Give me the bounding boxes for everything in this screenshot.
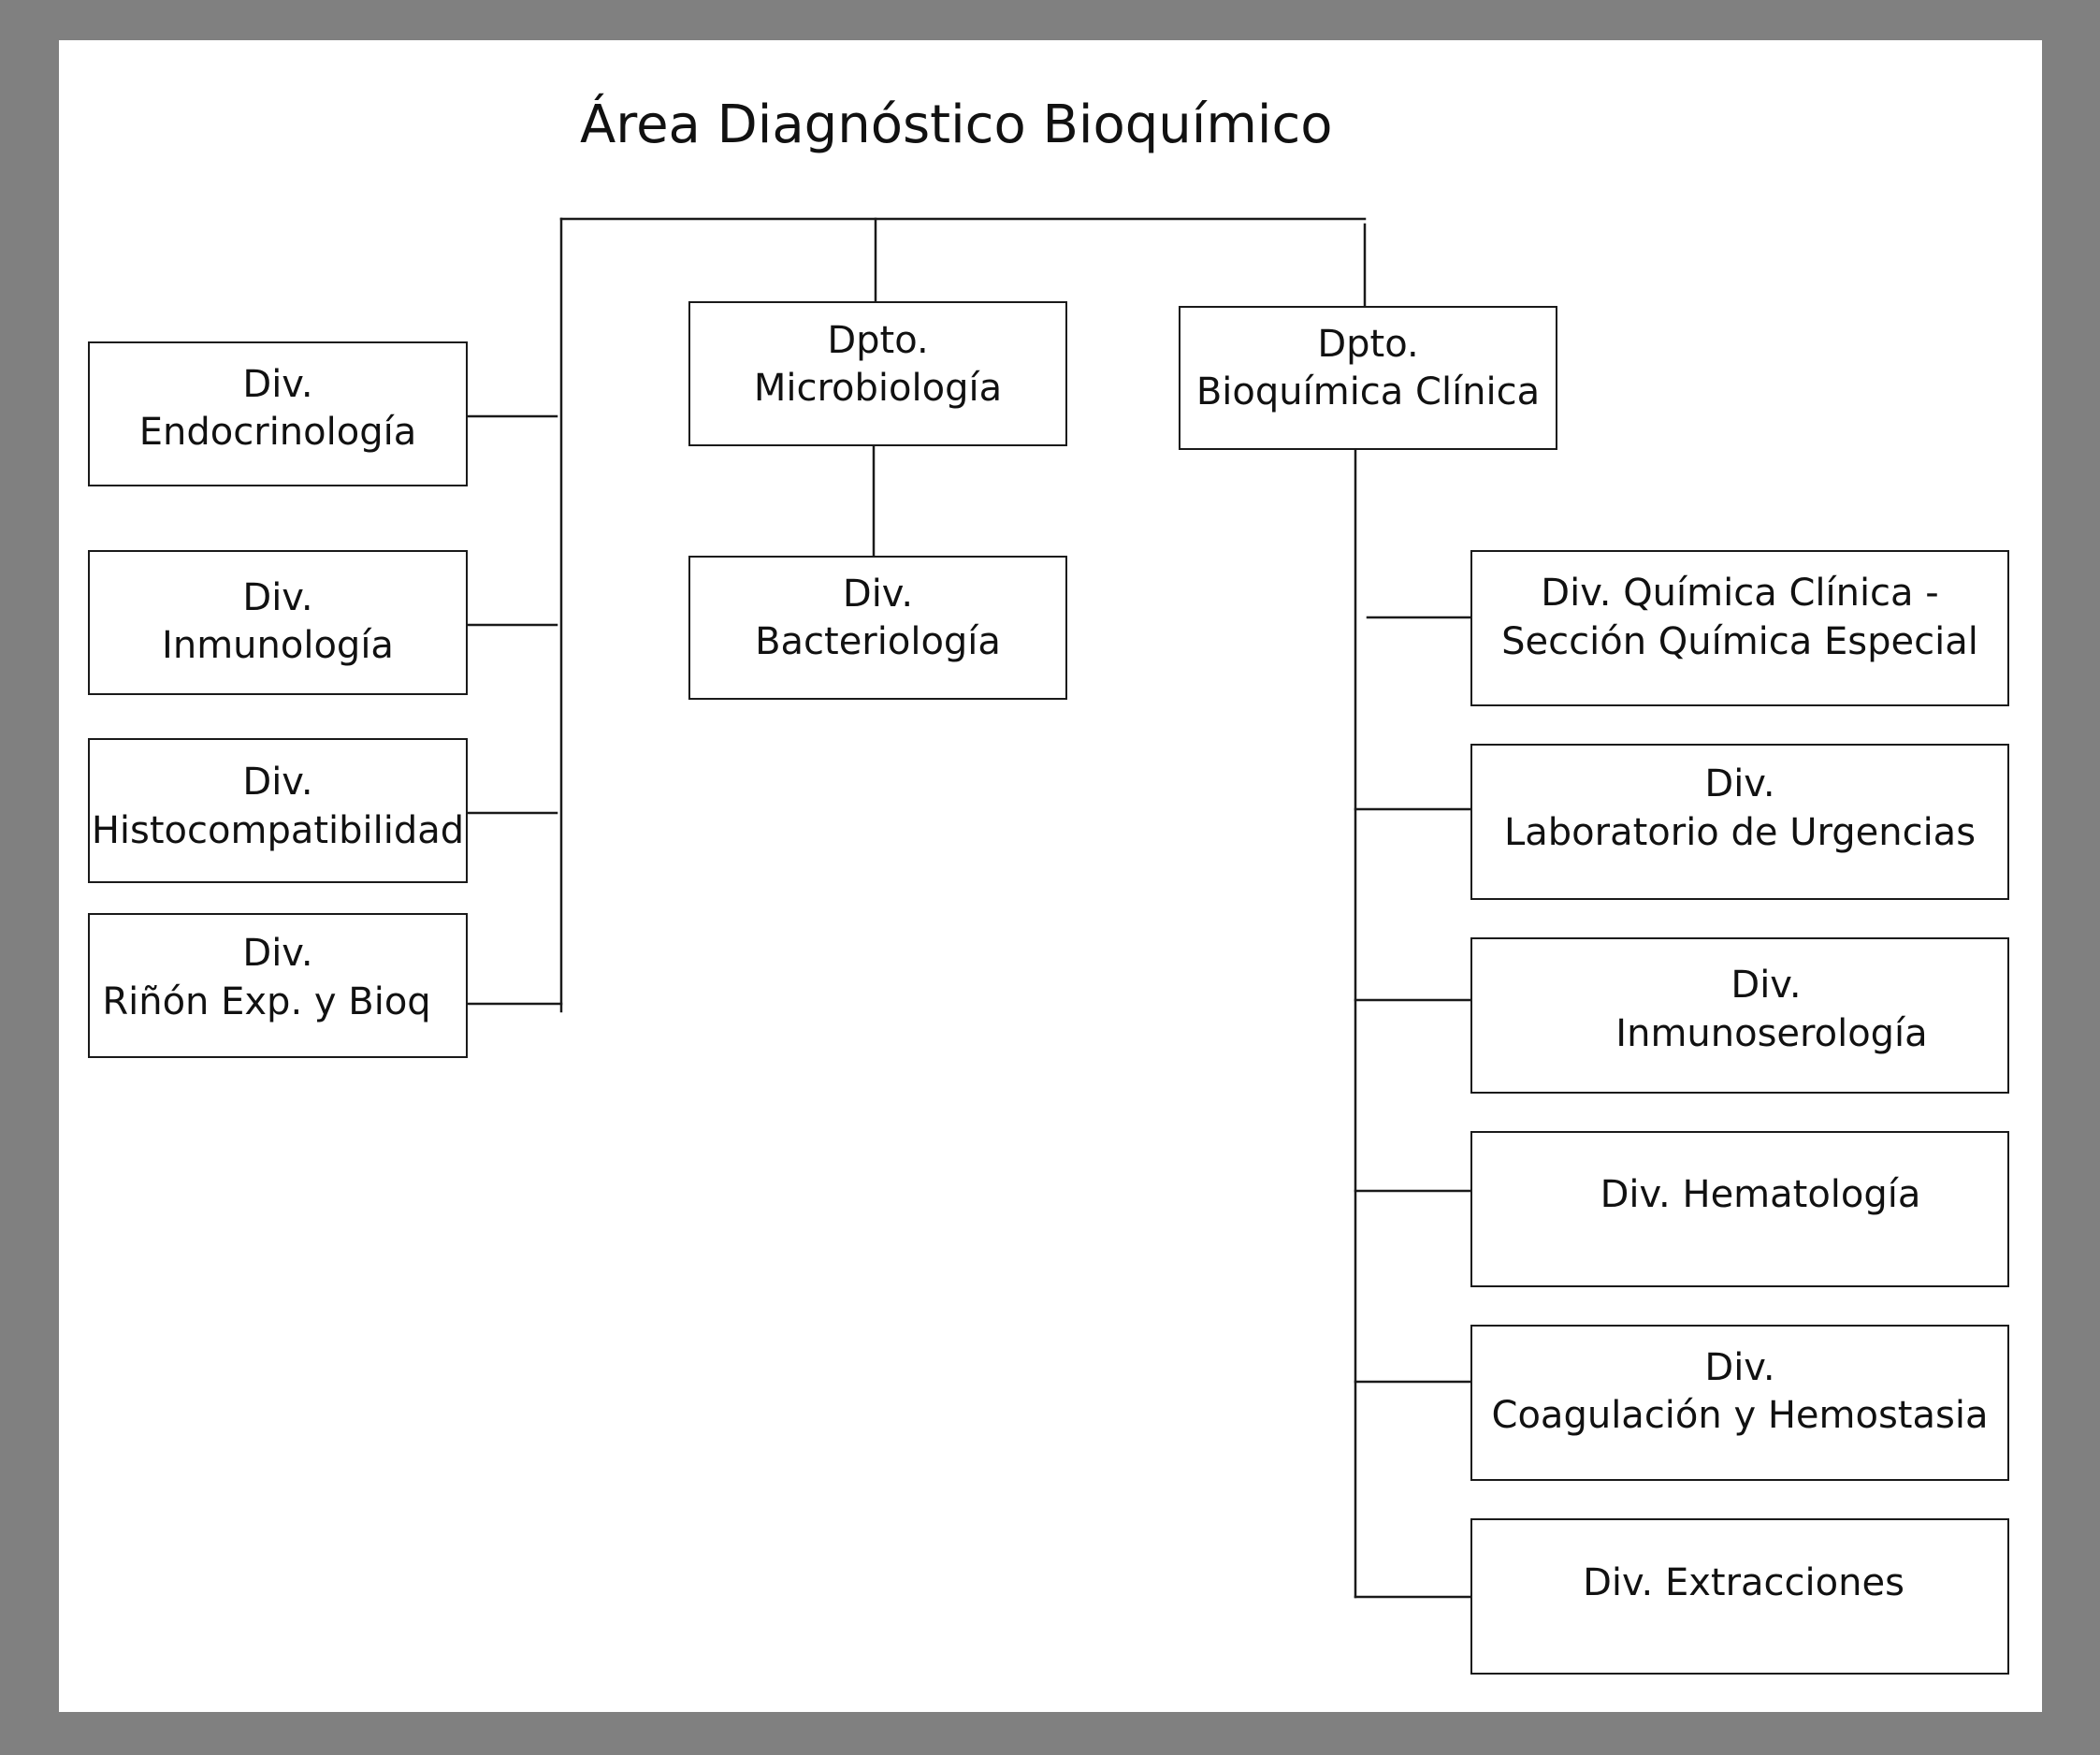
dept-bioquimica-clinica-line1: Dpto. — [1317, 323, 1419, 366]
div-inmunologia-box — [88, 550, 468, 695]
div-rinon-line1: Div. — [242, 932, 313, 975]
div-histocompatibilidad-line2: Histocompatibilidad — [91, 809, 465, 852]
dept-microbiologia-line1: Dpto. — [827, 319, 929, 362]
div-laboratorio-urgencias-line2: Laboratorio de Urgencias — [1503, 811, 1977, 854]
div-rinon-line2: Riñón Exp. y Bioq — [102, 980, 431, 1023]
div-bacteriologia-line1: Div. — [842, 573, 914, 616]
div-hematologia-box — [1470, 1131, 2009, 1287]
div-bacteriologia-box — [688, 556, 1067, 700]
div-quimica-clinica-line2: Sección Química Especial — [1501, 620, 1978, 663]
div-endocrinologia-box — [88, 341, 468, 486]
dept-microbiologia-line2: Microbiología — [753, 367, 1003, 410]
div-inmunologia-line2: Inmunología — [162, 624, 394, 667]
div-laboratorio-urgencias-line1: Div. — [1704, 762, 1775, 805]
div-coagulacion-box — [1470, 1325, 2009, 1481]
div-coagulacion-line1: Div. — [1704, 1346, 1775, 1389]
dept-microbiologia-box — [688, 301, 1067, 446]
div-quimica-clinica-box — [1470, 550, 2009, 706]
div-extracciones-line1: Div. Extracciones — [1583, 1561, 1904, 1604]
div-laboratorio-urgencias-box — [1470, 744, 2009, 900]
dept-bioquimica-clinica-box — [1179, 306, 1557, 450]
div-histocompatibilidad-box — [88, 738, 468, 883]
dept-bioquimica-clinica-line2: Bioquímica Clínica — [1195, 370, 1541, 413]
div-inmunoserologia-line1: Div. — [1731, 964, 1802, 1007]
div-endocrinologia-line1: Div. — [242, 363, 313, 406]
div-extracciones-box — [1470, 1518, 2009, 1675]
div-bacteriologia-line2: Bacteriología — [755, 620, 1001, 663]
div-quimica-clinica-line1: Div. Química Clínica - — [1541, 572, 1939, 615]
div-hematologia-line1: Div. Hematología — [1600, 1173, 1921, 1216]
div-histocompatibilidad-line1: Div. — [242, 761, 313, 804]
diagram-title: Área Diagnóstico Bioquímico — [580, 94, 1333, 155]
div-coagulacion-line2: Coagulación y Hemostasia — [1491, 1394, 1989, 1437]
div-inmunologia-line1: Div. — [242, 576, 313, 619]
div-rinon-box — [88, 913, 468, 1058]
div-endocrinologia-line2: Endocrinología — [138, 411, 417, 454]
div-inmunoserologia-box — [1470, 937, 2009, 1094]
div-inmunoserologia-line2: Inmunoserología — [1615, 1012, 1928, 1055]
